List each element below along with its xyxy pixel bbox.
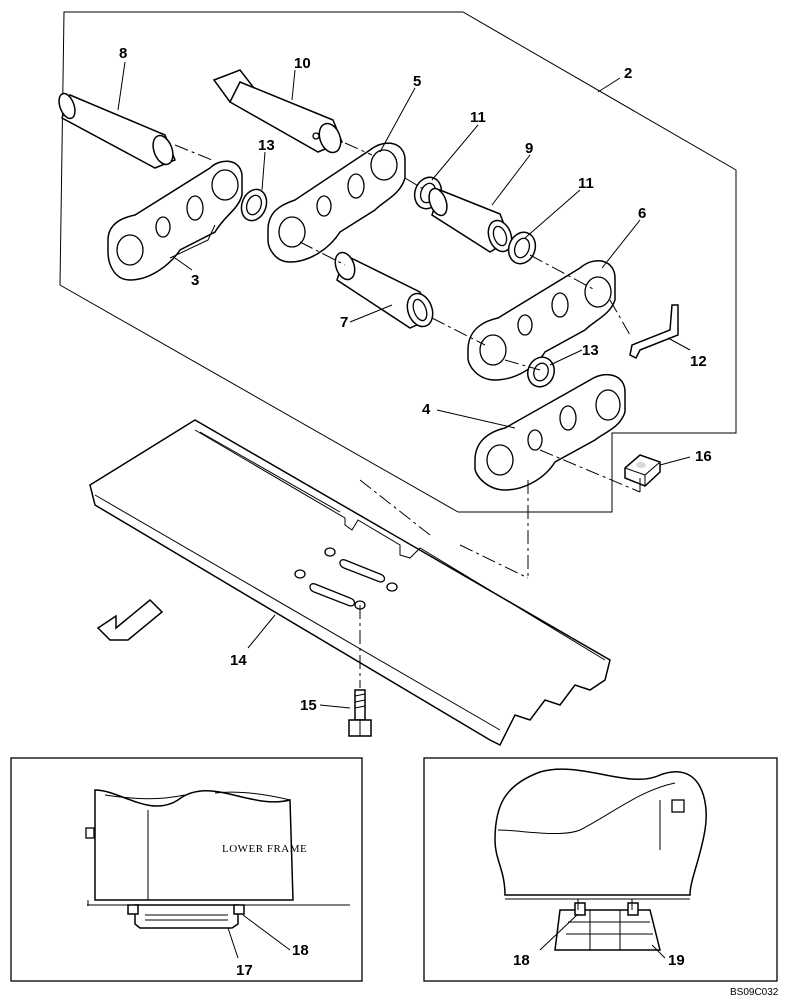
callout-13-lower: 13 xyxy=(582,342,599,359)
seal-13-upper xyxy=(240,188,268,222)
leader-lines xyxy=(117,61,691,709)
diagram-code: BS09C032 xyxy=(730,987,779,998)
inset-side-frame: 18 19 xyxy=(423,757,778,982)
callout-labels: 8 10 5 2 11 13 9 11 3 6 7 13 12 4 16 14 … xyxy=(119,45,712,714)
callout-15: 15 xyxy=(300,697,317,714)
callout-19: 19 xyxy=(668,952,685,969)
seal-11-lower xyxy=(507,231,537,265)
link-5 xyxy=(267,142,406,263)
link-4 xyxy=(474,373,626,491)
link-3 xyxy=(107,160,243,281)
link-6 xyxy=(467,259,616,381)
pin-8 xyxy=(58,92,176,169)
callout-4: 4 xyxy=(422,401,431,418)
callout-5: 5 xyxy=(413,73,421,90)
callout-2: 2 xyxy=(624,65,632,82)
callout-11-lower: 11 xyxy=(578,175,594,192)
callout-16: 16 xyxy=(695,448,712,465)
inset-lower-frame: LOWER FRAME 18 17 xyxy=(10,757,363,982)
callout-12: 12 xyxy=(690,353,707,370)
pin-10 xyxy=(212,69,343,154)
callout-9: 9 xyxy=(525,140,533,157)
callout-10: 10 xyxy=(294,55,311,72)
callout-17: 17 xyxy=(236,962,253,979)
callout-18-right: 18 xyxy=(513,952,530,969)
track-shoe-14 xyxy=(89,419,611,747)
bushing-9 xyxy=(428,187,513,253)
callout-13-upper: 13 xyxy=(258,137,275,154)
bolt-15 xyxy=(348,689,372,737)
pin-12 xyxy=(629,304,679,360)
nut-16 xyxy=(624,454,661,487)
centerlines xyxy=(174,142,641,688)
callout-6: 6 xyxy=(638,205,646,222)
callout-14: 14 xyxy=(230,652,247,669)
callout-8: 8 xyxy=(119,45,127,62)
seal-13-lower xyxy=(527,356,555,388)
callout-18-left: 18 xyxy=(292,942,309,959)
callout-7: 7 xyxy=(340,314,348,331)
front-direction-arrow-icon xyxy=(96,598,164,641)
bushing-7 xyxy=(334,251,434,329)
callout-11-upper: 11 xyxy=(470,109,486,126)
assembly-enclosure xyxy=(59,11,737,513)
callout-3: 3 xyxy=(191,272,199,289)
lower-frame-label: LOWER FRAME xyxy=(222,843,307,855)
